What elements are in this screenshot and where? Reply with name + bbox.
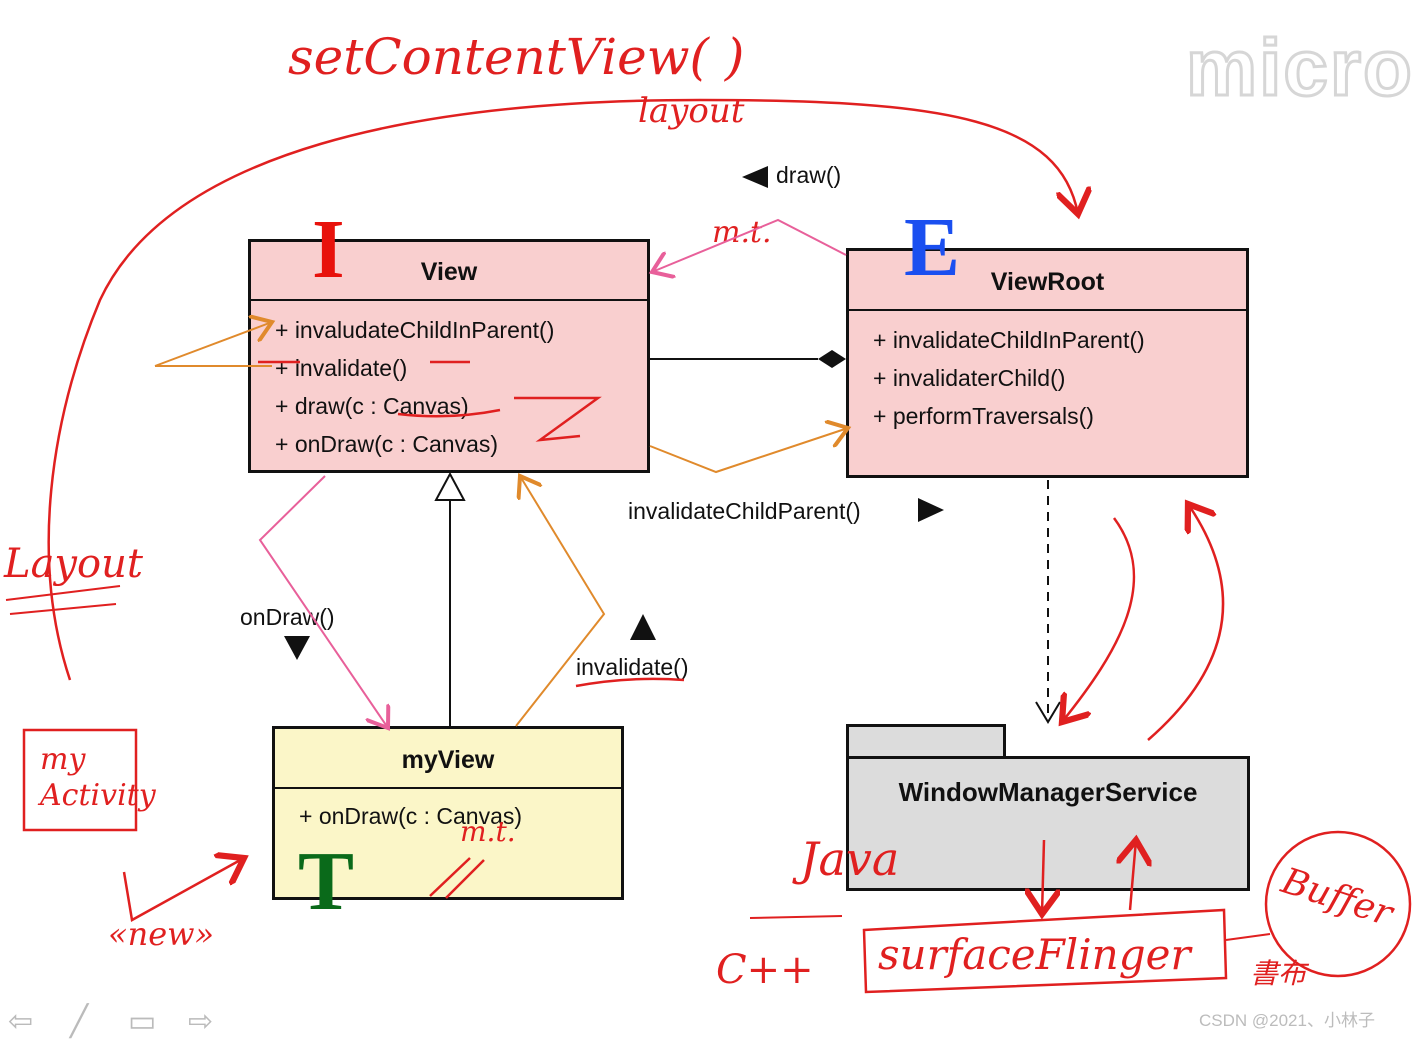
buffer-circle	[1264, 830, 1412, 978]
package-tab	[846, 724, 1006, 758]
ondraw-arrow	[258, 475, 388, 728]
draw-label: draw()	[776, 162, 842, 188]
class-viewroot: ViewRoot + invalidateChildInParent() + i…	[846, 248, 1249, 478]
class-myview-header: myView	[275, 729, 621, 789]
java-down-arrow	[1042, 839, 1044, 914]
micro-logo: micro	[1185, 22, 1414, 114]
layout-curve-arrow	[47, 98, 1078, 681]
type-badge-icon: T	[298, 835, 355, 928]
layout-underline	[5, 585, 121, 615]
package-windowmanagerservice: WindowManagerService	[846, 756, 1250, 891]
method-item: + onDraw(c : Canvas)	[275, 431, 499, 457]
composition-diamond	[818, 350, 846, 368]
class-myview-methods: + onDraw(c : Canvas)	[275, 789, 621, 835]
method-item: + invalidate()	[275, 355, 408, 381]
handwritten-cpp: C++	[716, 947, 814, 993]
invalidate-child-arrow	[649, 428, 848, 474]
method-item: + invalidaterChild()	[873, 365, 1066, 391]
class-view: View + invaludateChildInParent() + inval…	[248, 239, 650, 473]
entity-badge-icon: E	[904, 201, 961, 294]
class-viewroot-header: ViewRoot	[849, 251, 1246, 311]
handwritten-java: Java	[800, 832, 900, 886]
invalidate-child-direction-icon	[918, 498, 944, 522]
wms-down-arrow	[1062, 517, 1136, 722]
buffer-link	[1225, 933, 1271, 941]
watermark: CSDN @2021、小林子	[1199, 1011, 1375, 1030]
package-name: WindowManagerService	[898, 777, 1198, 807]
external-invalidate-arrow	[154, 322, 272, 367]
class-view-header: View	[251, 242, 647, 301]
invalidate-label: invalidate()	[576, 654, 689, 680]
cpp-separator	[749, 915, 843, 919]
draw-arrow	[652, 218, 847, 272]
wms-up-arrow	[1147, 504, 1225, 741]
method-item: + onDraw(c : Canvas)	[299, 803, 523, 829]
invalidate-direction-icon	[630, 614, 656, 640]
handwritten-setcontentview: setContentView( )	[288, 28, 745, 86]
ondraw-direction-icon	[284, 636, 310, 660]
interface-badge-icon: I	[312, 203, 345, 296]
new-arrow	[122, 858, 244, 922]
method-item: + draw(c : Canvas)	[275, 393, 469, 419]
invalidate-arrow	[515, 476, 606, 727]
double-slash	[429, 857, 485, 899]
handwritten-mt-bottom: m.t.	[460, 815, 516, 848]
draw-direction-icon	[742, 166, 768, 188]
pen-icon[interactable]: ╱	[70, 1005, 89, 1038]
menu-icon[interactable]: ▭	[128, 1005, 157, 1038]
underline-canvas	[397, 408, 501, 418]
method-item: + invaludateChildInParent()	[275, 317, 555, 343]
my-activity-box	[22, 728, 138, 832]
surfaceflinger-box	[862, 908, 1228, 994]
inheritance-triangle	[434, 471, 466, 501]
class-view-name: View	[420, 258, 478, 286]
handwritten-layout-left: Layout	[4, 541, 143, 587]
invalidate-child-parent-label: invalidateChildParent()	[628, 498, 861, 524]
z-scribble	[514, 396, 602, 442]
class-myview-name: myView	[401, 746, 495, 774]
class-viewroot-methods: + invalidateChildInParent() + invalidate…	[849, 311, 1246, 435]
underline-invalidate-label	[575, 677, 685, 688]
dependency-arrowhead	[1035, 701, 1061, 724]
prev-slide-icon[interactable]: ⇦	[8, 1005, 34, 1038]
class-view-methods: + invaludateChildInParent() + invalidate…	[251, 301, 647, 463]
method-item: + invalidateChildInParent()	[873, 327, 1145, 353]
handwritten-new: «new»	[108, 915, 215, 953]
class-myview: myView + onDraw(c : Canvas)	[272, 726, 624, 900]
method-item: + performTraversals()	[873, 403, 1094, 429]
java-up-arrow	[1130, 840, 1136, 911]
class-viewroot-name: ViewRoot	[990, 268, 1105, 296]
handwritten-surfaceflinger: surfaceFlinger	[878, 930, 1191, 979]
next-slide-icon[interactable]: ⇨	[188, 1005, 214, 1038]
